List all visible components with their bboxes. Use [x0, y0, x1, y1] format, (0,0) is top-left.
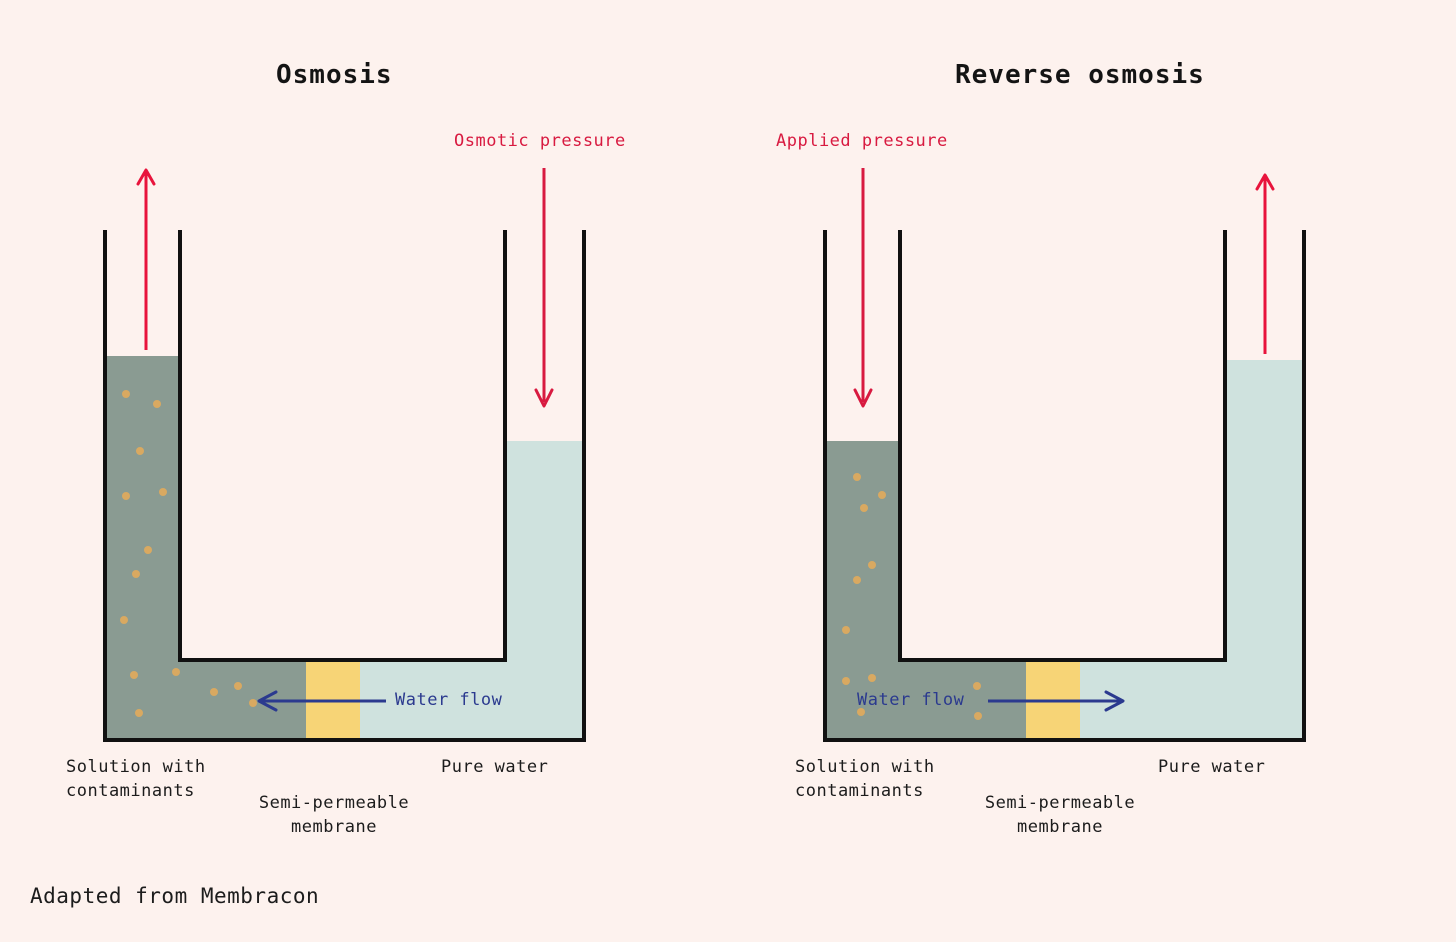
- osmosis-solution-caption-line1: Solution with: [66, 757, 206, 777]
- panel-title-reverse-osmosis: Reverse osmosis: [955, 60, 1205, 90]
- osmosis-membrane-caption-line1: Semi-permeable: [258, 793, 410, 813]
- osmosis-pure-water-fill: [356, 441, 584, 740]
- osmosis-solution-fill: [105, 356, 310, 740]
- contaminant-dots-right: [842, 473, 982, 720]
- applied-pressure-label: Applied pressure: [776, 131, 948, 151]
- osmosis-apparatus: [103, 168, 586, 742]
- reverse-osmosis-pure-water-caption: Pure water: [1158, 757, 1266, 777]
- contaminant-dots-left: [120, 390, 257, 717]
- source-credit: Adapted from Membracon: [30, 884, 320, 908]
- reverse-osmosis-membrane-caption: Semi-permeable membrane: [977, 791, 1143, 839]
- reverse-osmosis-membrane-caption-line2: membrane: [1017, 817, 1103, 837]
- osmotic-pressure-arrow: [534, 168, 554, 408]
- reverse-osmosis-pure-water-fill: [1076, 360, 1304, 740]
- osmosis-solution-caption-line2: contaminants: [66, 781, 195, 801]
- reverse-osmosis-solution-caption-line1: Solution with: [795, 757, 935, 777]
- osmosis-water-flow-arrow: [257, 690, 386, 712]
- osmosis-water-flow-label: Water flow: [395, 690, 503, 710]
- osmosis-tube-outline: [103, 230, 586, 742]
- reverse-osmosis-apparatus: [823, 168, 1306, 742]
- osmosis-pure-water-caption: Pure water: [441, 757, 549, 777]
- reverse-osmosis-solution-caption-line2: contaminants: [795, 781, 924, 801]
- osmosis-membrane-caption: Semi-permeable membrane: [251, 791, 417, 839]
- reverse-osmosis-water-flow-arrow: [988, 690, 1125, 712]
- reverse-osmosis-solution-caption: Solution with contaminants: [795, 755, 935, 803]
- applied-pressure-arrow: [853, 168, 873, 408]
- reverse-osmosis-solution-fill: [825, 441, 1030, 740]
- reverse-osmosis-tube-outline: [823, 230, 1306, 742]
- osmotic-pressure-label: Osmotic pressure: [454, 131, 626, 151]
- osmosis-rise-arrow: [136, 168, 156, 350]
- osmosis-solution-caption: Solution with contaminants: [66, 755, 206, 803]
- reverse-osmosis-membrane-caption-line1: Semi-permeable: [984, 793, 1136, 813]
- reverse-osmosis-rise-arrow: [1255, 173, 1275, 354]
- osmosis-membrane-caption-line2: membrane: [291, 817, 377, 837]
- reverse-osmosis-water-flow-label: Water flow: [857, 690, 965, 710]
- panel-title-osmosis: Osmosis: [276, 60, 393, 90]
